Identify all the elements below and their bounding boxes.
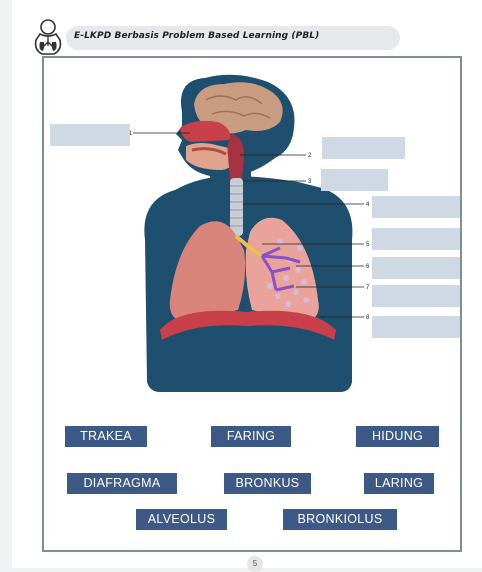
- word-chip-bronkiolus[interactable]: BRONKIOLUS: [283, 509, 397, 530]
- answer-box-7[interactable]: [372, 285, 460, 307]
- answer-box-2[interactable]: [322, 137, 405, 159]
- callout-number: 5: [366, 242, 370, 248]
- word-chip-diafragma[interactable]: DIAFRAGMA: [67, 473, 177, 494]
- word-chip-hidung[interactable]: HIDUNG: [356, 426, 439, 447]
- page-number: 5: [247, 556, 263, 572]
- word-chip-faring[interactable]: FARING: [211, 426, 291, 447]
- answer-box-8[interactable]: [372, 316, 460, 338]
- word-chip-bronkus[interactable]: BRONKUS: [224, 473, 311, 494]
- word-chip-laring[interactable]: LARING: [364, 473, 434, 494]
- callout-number: 6: [366, 264, 370, 270]
- answer-box-5[interactable]: [372, 228, 460, 250]
- answer-box-4[interactable]: [372, 196, 460, 218]
- callout-number: 2: [308, 153, 312, 159]
- trachea: [230, 178, 243, 236]
- answer-box-6[interactable]: [372, 257, 460, 279]
- callout-number: 7: [366, 285, 370, 291]
- answer-box-1[interactable]: [50, 124, 130, 146]
- answer-box-3[interactable]: [321, 169, 388, 191]
- word-chip-trakea[interactable]: TRAKEA: [65, 426, 147, 447]
- callout-number: 8: [366, 315, 370, 321]
- callout-number: 4: [366, 202, 370, 208]
- callout-number: 3: [308, 179, 312, 185]
- word-chip-alveolus[interactable]: ALVEOLUS: [136, 509, 227, 530]
